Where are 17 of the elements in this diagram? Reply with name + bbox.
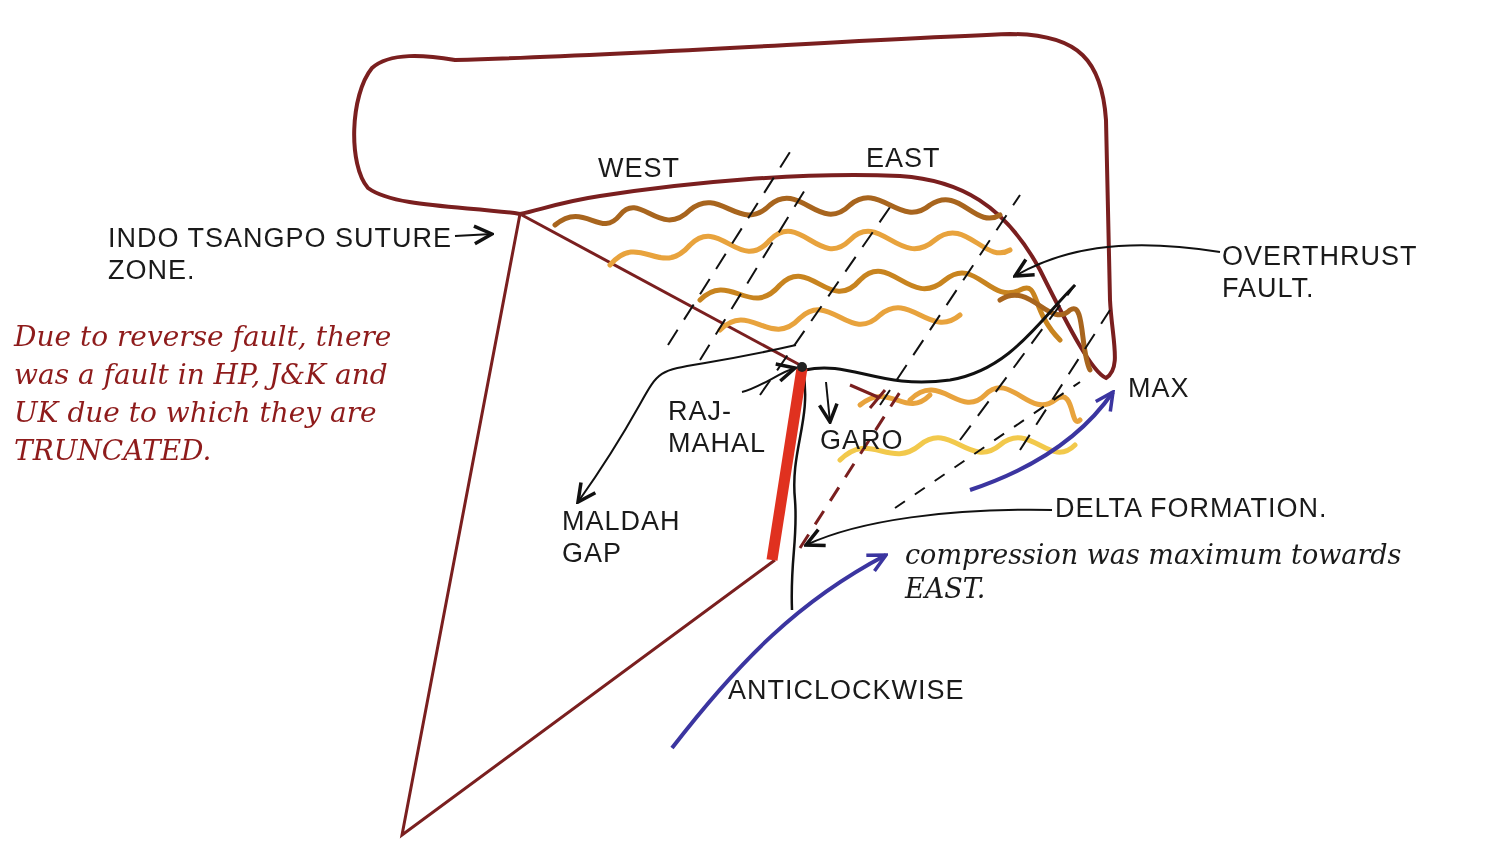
- leader-arrow: [1013, 244, 1221, 278]
- place-label: MALDAH GAP: [562, 505, 687, 569]
- leader-arrow: [454, 224, 494, 246]
- place-label: GARO: [820, 424, 900, 456]
- region-label: WEST: [598, 152, 681, 184]
- leader-arrow: [804, 508, 1053, 549]
- place-label: RAJ- MAHAL: [668, 395, 773, 459]
- note-text: compression was maximum towards EAST.: [905, 538, 1403, 606]
- region-label: MAX: [1128, 372, 1191, 404]
- place-label: INDO TSANGPO SUTURE ZONE.: [108, 222, 453, 286]
- region-label: EAST: [866, 142, 942, 174]
- note-text: Due to reverse fault, there was a fault in HP, J&K and UK due to which they are TRUNCATED.: [14, 319, 393, 469]
- direction-label: ANTICLOCKWISE: [728, 674, 966, 706]
- leader-arrow: [817, 381, 839, 424]
- leader-arrow: [576, 344, 797, 504]
- place-label: DELTA FORMATION.: [1055, 492, 1345, 524]
- leader-arrow: [741, 363, 797, 393]
